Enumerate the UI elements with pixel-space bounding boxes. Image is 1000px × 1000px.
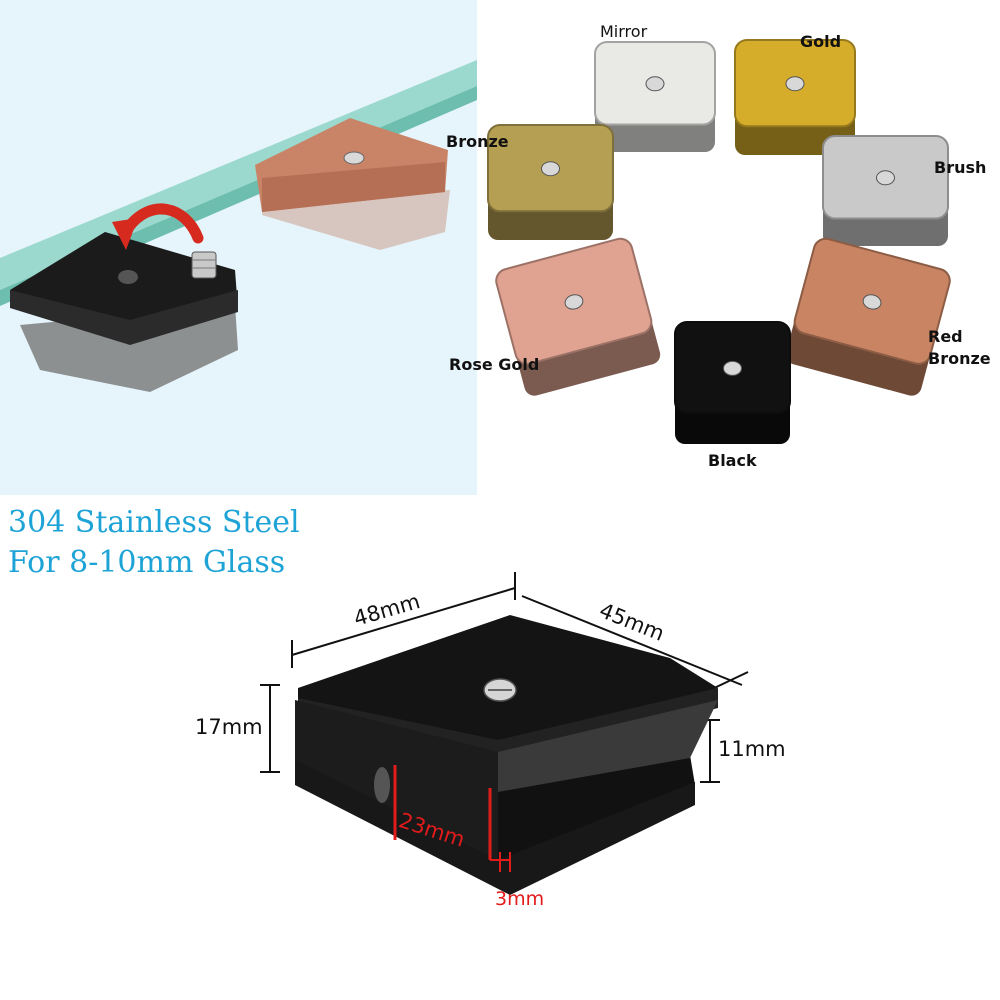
swatch-screw [645, 76, 665, 92]
black-clamp-hole [118, 270, 138, 284]
finish-label-black: Black [708, 451, 757, 470]
headline-material: 304 Stainless Steel [8, 505, 300, 540]
finish-swatch-black [674, 321, 791, 444]
swatch-screw [862, 294, 882, 310]
finish-label-bronze: Bronze [446, 132, 509, 151]
headline-glass-thickness: For 8-10mm Glass [8, 545, 286, 580]
swatch-screw [785, 76, 805, 92]
copper-clamp-face [262, 162, 445, 212]
dim-height: 17mm [195, 715, 263, 739]
dimensions-drawing: 48mm 45mm 17mm 11mm 23mm 3mm [170, 560, 830, 1000]
loose-screw [191, 251, 217, 279]
swatch-screw [876, 170, 895, 186]
dim-gap: 11mm [718, 737, 786, 761]
clamp-side-hole [374, 767, 390, 803]
clamp-dimensions-svg [260, 572, 749, 895]
swatch-screw [541, 161, 560, 177]
finish-label-rose-gold: Rose Gold [449, 355, 540, 374]
finish-label-gold: Gold [800, 32, 842, 51]
swatch-screw [723, 360, 742, 376]
finish-swatch-bronze [487, 124, 614, 240]
installation-illustration [0, 0, 477, 495]
finish-swatch-brush [822, 135, 949, 246]
finish-label-brush: Brush [934, 158, 987, 177]
clamp-slot [498, 700, 718, 792]
finish-label-mirror: Mirror [600, 22, 648, 41]
swatch-screw [564, 294, 584, 310]
finish-swatch-red-bronze [785, 237, 951, 396]
copper-clamp-screw [343, 151, 365, 165]
black-clamp-front [10, 290, 238, 345]
finish-swatches-drawing [487, 39, 951, 444]
clamp-lower-front [295, 760, 695, 895]
finish-swatch-rose-gold [495, 237, 661, 396]
dim-thickness: 3mm [495, 888, 545, 910]
installation-drawing [0, 60, 477, 392]
finish-swatch-mirror [594, 41, 716, 152]
